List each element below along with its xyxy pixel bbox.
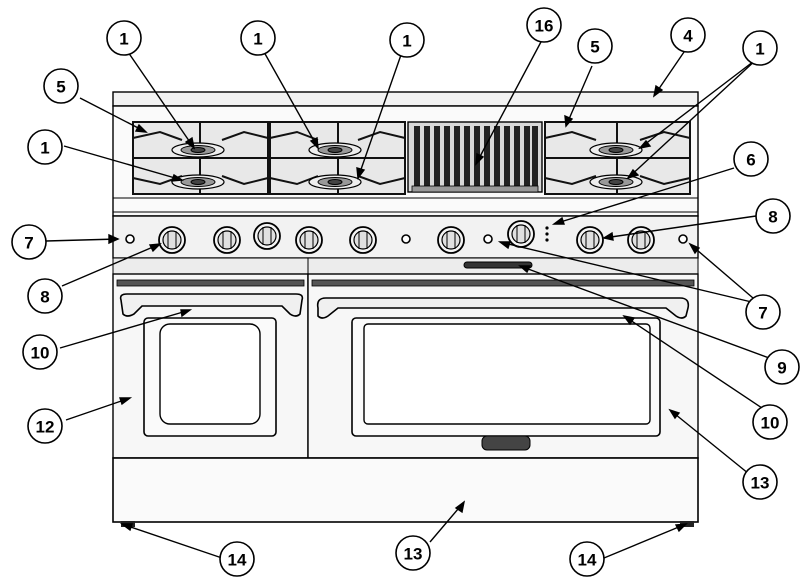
indicator-light-1 bbox=[125, 234, 135, 244]
callout-13-bottom: 13 bbox=[404, 545, 423, 564]
leg-right bbox=[680, 521, 694, 527]
callout-10-right: 10 bbox=[761, 414, 780, 433]
callout-1-d: 1 bbox=[755, 40, 764, 59]
knob-5 bbox=[349, 226, 377, 254]
oven-light-switch bbox=[463, 261, 533, 269]
burner-6 bbox=[589, 174, 643, 190]
callout-8-right: 8 bbox=[768, 208, 777, 227]
small-oven-handle bbox=[119, 293, 304, 317]
callout-5-left: 5 bbox=[56, 78, 65, 97]
leader-lines bbox=[45, 39, 781, 559]
indicator-lights bbox=[125, 234, 688, 244]
control-dots bbox=[545, 226, 549, 242]
callout-9: 9 bbox=[777, 359, 786, 378]
burner-2 bbox=[171, 174, 225, 190]
callout-7-right: 7 bbox=[758, 304, 767, 323]
knob-3 bbox=[253, 222, 281, 250]
large-oven-badge bbox=[481, 435, 531, 451]
callout-6: 6 bbox=[746, 151, 755, 170]
knob-1 bbox=[158, 226, 186, 254]
callout-1-e: 1 bbox=[40, 139, 49, 158]
knob-6 bbox=[437, 226, 465, 254]
kick-plate bbox=[112, 457, 699, 523]
burner-4 bbox=[308, 174, 362, 190]
indicator-light-3 bbox=[483, 234, 493, 244]
burner-1 bbox=[171, 142, 225, 158]
callout-7-left: 7 bbox=[24, 234, 33, 253]
callouts bbox=[11, 7, 800, 577]
callout-1-b: 1 bbox=[253, 30, 262, 49]
back-guard bbox=[112, 91, 699, 107]
callout-13-right: 13 bbox=[751, 474, 770, 493]
knob-2 bbox=[213, 226, 241, 254]
indicator-light-2 bbox=[401, 234, 411, 244]
burner-grates bbox=[132, 121, 691, 195]
grill bbox=[407, 121, 543, 193]
callout-10-left: 10 bbox=[31, 344, 50, 363]
small-oven-window bbox=[159, 323, 261, 425]
callout-1-a: 1 bbox=[119, 30, 128, 49]
callout-5-right: 5 bbox=[590, 38, 599, 57]
small-oven-door bbox=[119, 293, 304, 437]
indicator-light-4 bbox=[678, 234, 688, 244]
callout-8-left: 8 bbox=[40, 288, 49, 307]
knob-4 bbox=[295, 226, 323, 254]
knob-7 bbox=[507, 220, 535, 248]
callout-1-c: 1 bbox=[402, 32, 411, 51]
large-oven-door bbox=[316, 297, 690, 451]
callout-16: 16 bbox=[535, 17, 554, 36]
large-oven-handle bbox=[316, 297, 690, 319]
callout-14-left: 14 bbox=[228, 551, 247, 570]
knob-8 bbox=[576, 226, 604, 254]
large-oven-window bbox=[363, 323, 651, 425]
burner-5 bbox=[589, 142, 643, 158]
callout-labels: 1 1 1 16 5 4 1 5 1 6 7 8 8 7 9 10 10 12 … bbox=[24, 17, 786, 570]
callout-12: 12 bbox=[36, 418, 55, 437]
callout-4: 4 bbox=[683, 27, 693, 46]
callout-14-right: 14 bbox=[578, 551, 597, 570]
